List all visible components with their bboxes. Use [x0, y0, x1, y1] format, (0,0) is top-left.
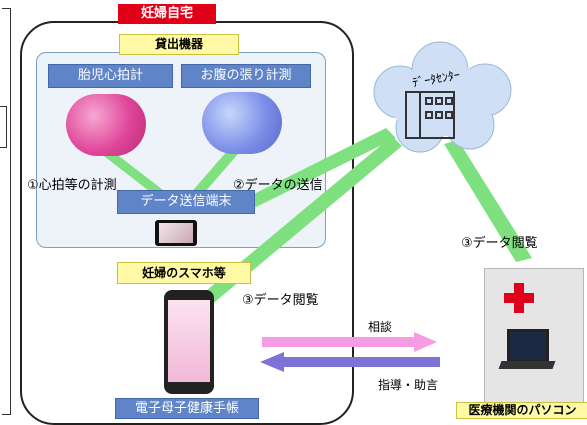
lending-equipment-label: 貸出機器	[119, 34, 239, 55]
fetal-heart-monitor-device	[66, 94, 146, 156]
data-transmission-terminal-label: データ送信端末	[117, 190, 255, 214]
datacenter-building-icon	[405, 91, 455, 139]
advice-arrow	[260, 352, 440, 372]
laptop-icon	[507, 329, 549, 363]
smartphone-label: 妊婦のスマホ等	[117, 262, 251, 284]
datacenter-cloud	[373, 41, 512, 153]
beam-blue-to-terminal	[188, 150, 238, 200]
step-data-view-phone: ③データ閲覧	[242, 293, 319, 308]
step-heart-measurement: ①心拍等の計測	[27, 178, 117, 193]
advice-label: 指導・助言	[378, 378, 439, 392]
belly-tension-monitor-device	[202, 92, 282, 154]
fetal-heart-monitor-label: 胎児心拍計	[48, 64, 173, 88]
smartphone-screen	[168, 300, 210, 382]
consult-label: 相談	[368, 320, 393, 334]
red-cross-icon-horizontal	[504, 293, 534, 303]
beam-terminal-to-cloud	[238, 128, 396, 212]
tablet-device	[155, 220, 197, 246]
electronic-maternal-handbook-label: 電子母子健康手帳	[115, 398, 259, 419]
smartphone-device	[164, 290, 214, 394]
left-frame-edge	[2, 8, 11, 415]
beam-cloud-to-hospital	[444, 140, 532, 262]
beam-pink-to-terminal	[96, 146, 176, 204]
belly-tension-monitor-label: お腹の張り計測	[181, 64, 311, 88]
hospital-pc-label: 医療機関のパソコン	[456, 402, 587, 419]
left-tab-edge	[0, 106, 7, 148]
consult-arrow	[262, 332, 437, 352]
step-data-send: ②データの送信	[233, 178, 323, 193]
home-tag: 妊婦自宅	[118, 4, 216, 24]
laptop-base	[498, 361, 556, 369]
tablet-screen	[159, 223, 193, 243]
step-data-view-hospital: ③データ閲覧	[461, 236, 538, 251]
